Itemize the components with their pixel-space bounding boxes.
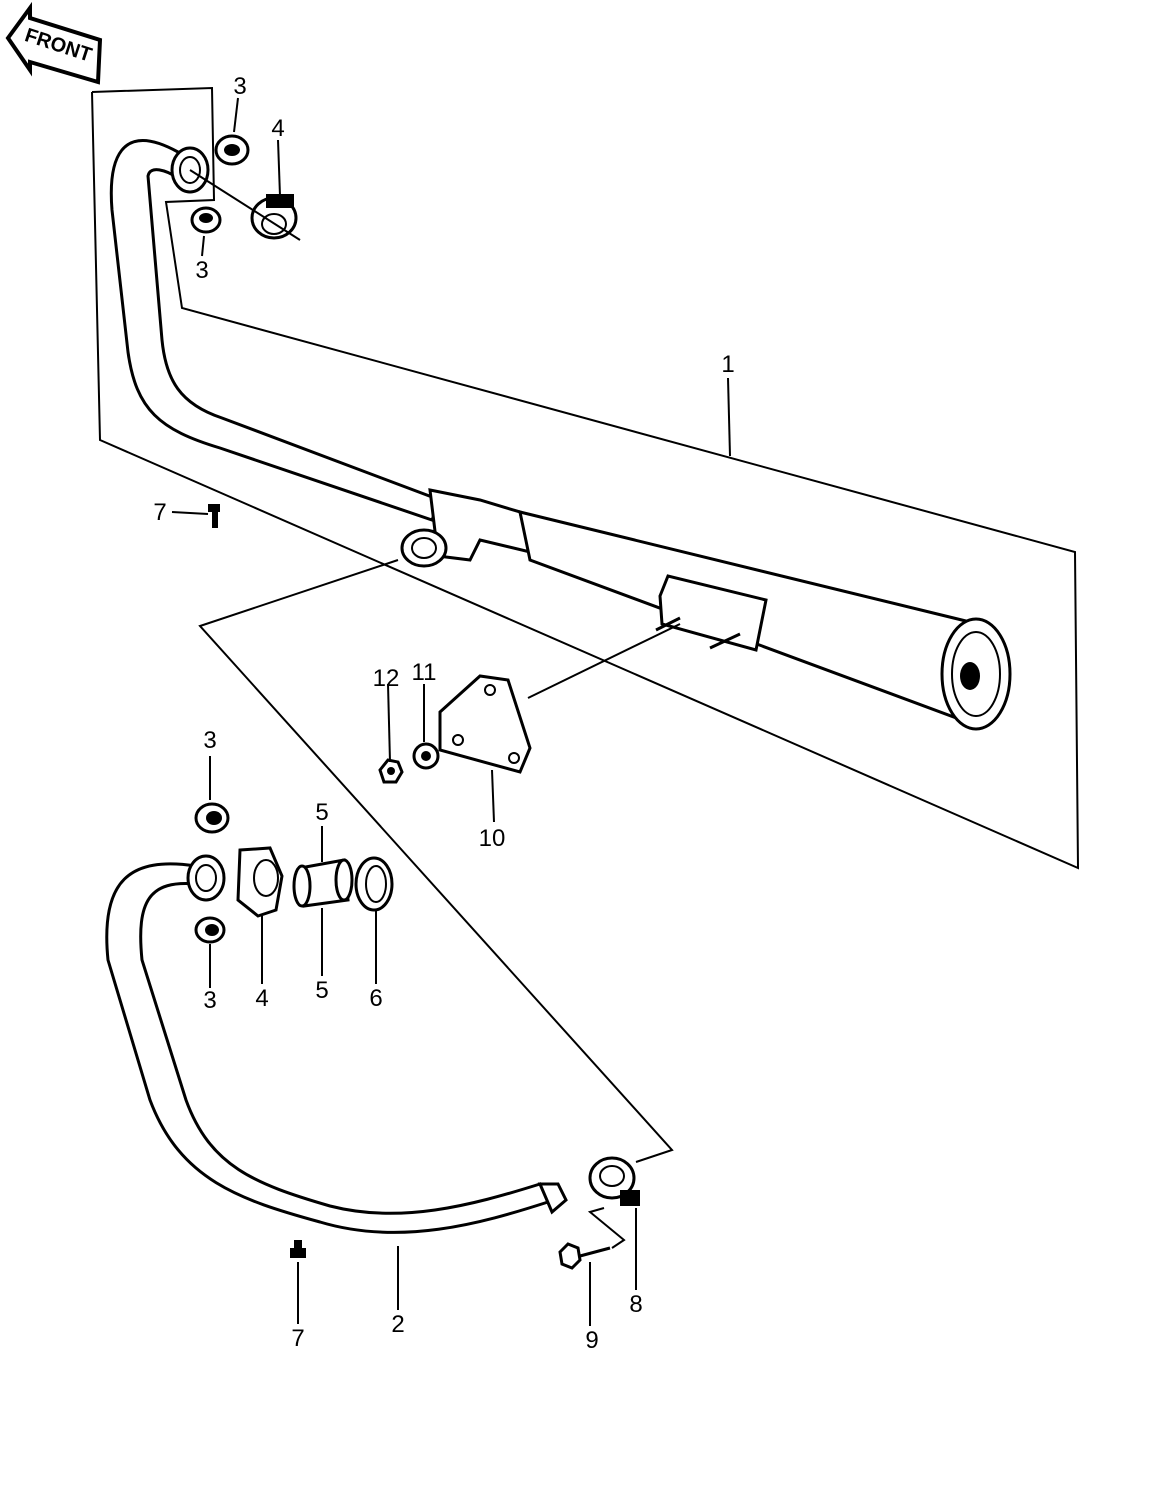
bolt-7b-icon [290, 1240, 306, 1258]
callout-12: 12 [373, 665, 400, 692]
mount-plate [438, 623, 681, 774]
clamp-upper [189, 169, 301, 241]
callout-8: 8 [629, 1291, 642, 1318]
collar-5-icon [292, 858, 354, 908]
assembly-outline-2 [198, 559, 674, 1163]
bolt-9-icon [558, 1242, 611, 1270]
leader-lines [171, 97, 731, 1326]
muffler-mount-bracket [655, 574, 768, 652]
grommet-3c-icon [194, 802, 230, 834]
bolt-7a-icon [208, 504, 220, 528]
callout-3b: 3 [195, 257, 208, 284]
nut-12-icon [378, 758, 404, 784]
callout-3d: 3 [203, 987, 216, 1014]
callout-7a: 7 [153, 499, 166, 526]
callout-3a: 3 [233, 73, 246, 100]
callout-1: 1 [721, 351, 734, 378]
callout-9: 9 [585, 1327, 598, 1354]
clamp-lower [236, 846, 284, 918]
washer-11-icon [412, 742, 440, 770]
gasket-6-icon [354, 856, 394, 912]
grommet-3a-icon [214, 134, 250, 166]
callout-7b: 7 [291, 1325, 304, 1352]
grommet-3d-icon [194, 916, 226, 944]
callout-2: 2 [391, 1311, 404, 1338]
callout-3c: 3 [203, 727, 216, 754]
pipe-clamp-8-icon [587, 1156, 640, 1249]
callout-10: 10 [479, 825, 506, 852]
assembly-outline-1 [91, 86, 1080, 870]
callout-4a: 4 [271, 115, 284, 142]
callout-5b: 5 [315, 977, 328, 1004]
callout-11: 11 [412, 659, 437, 686]
callout-4b: 4 [255, 985, 268, 1012]
front-arrow-icon: FRONT [5, 1, 103, 85]
callout-6: 6 [369, 985, 382, 1012]
grommet-3b-icon [190, 206, 222, 234]
exhaust-pipe-lower [105, 854, 568, 1234]
callout-5a: 5 [315, 799, 328, 826]
